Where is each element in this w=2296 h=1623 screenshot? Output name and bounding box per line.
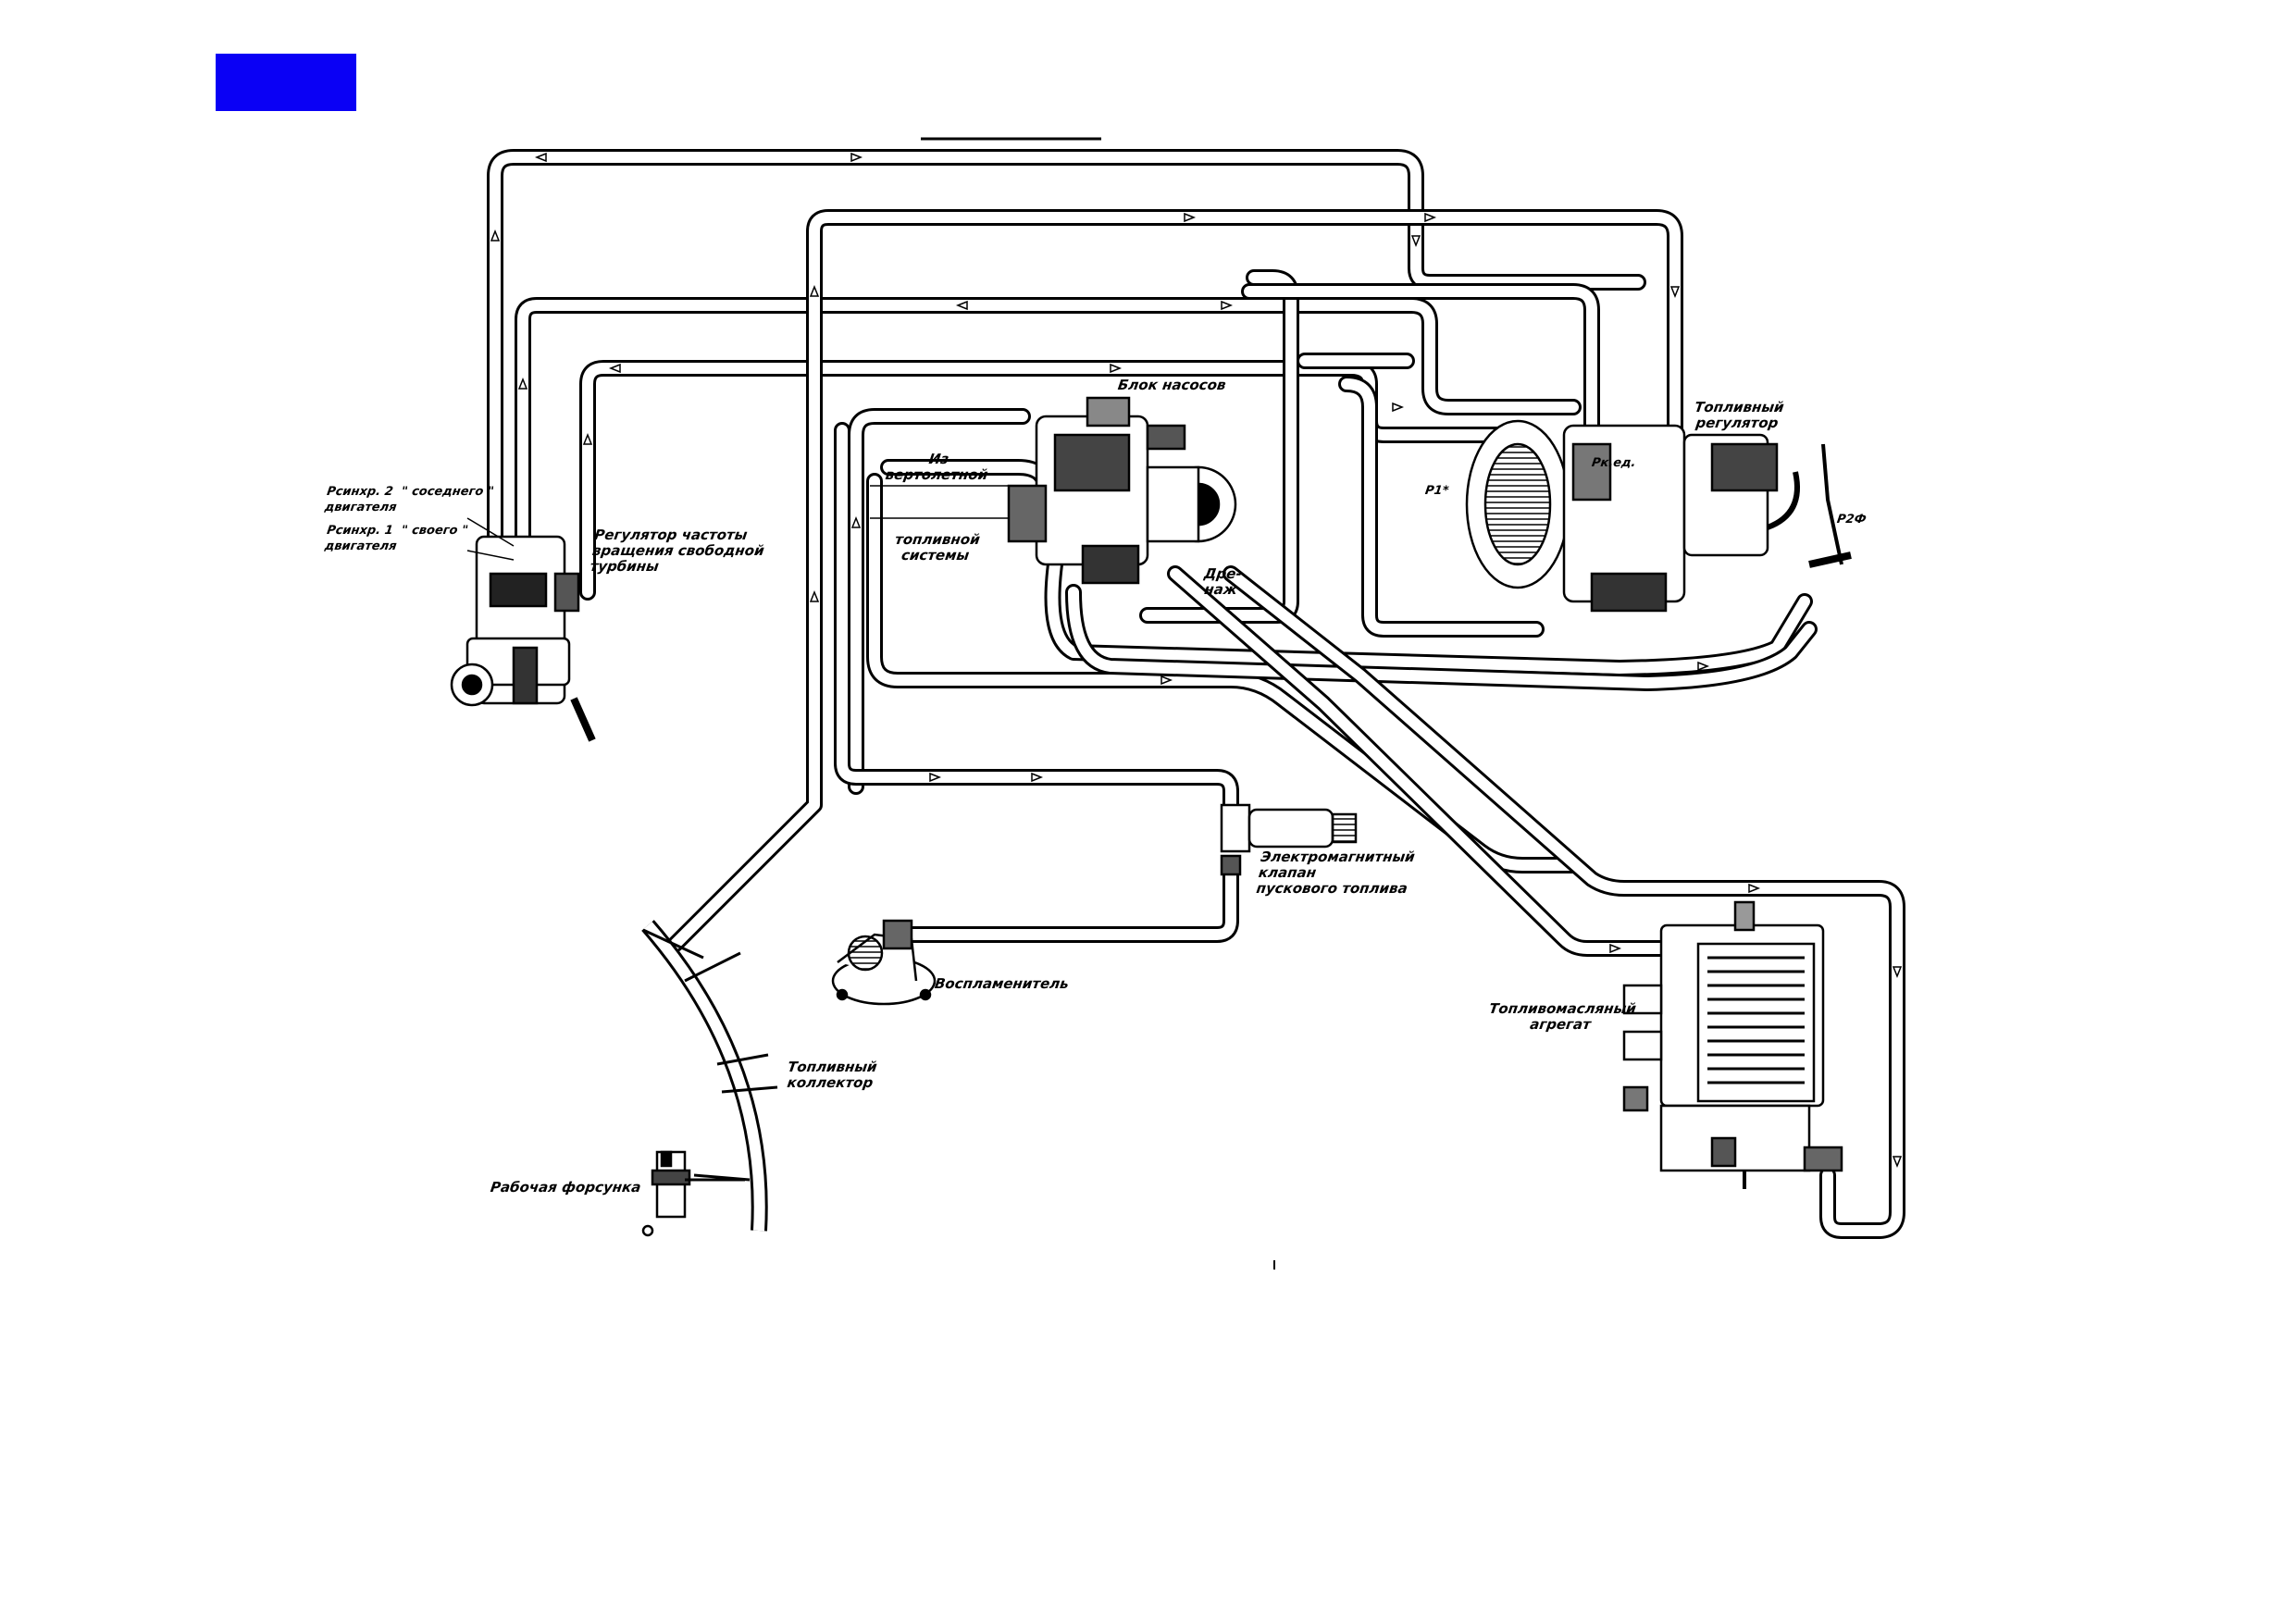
direction-arrow: [1892, 1156, 1903, 1169]
fuel-oil-unit: [1622, 900, 1843, 1189]
direction-arrow: [1892, 966, 1903, 979]
label-fuel-regulator: Топливный регулятор: [1694, 399, 1785, 431]
solenoid-valve: [1220, 803, 1358, 876]
direction-arrow: [517, 377, 528, 390]
direction-arrow: [1184, 212, 1197, 223]
direction-arrow: [1392, 402, 1405, 413]
label-fuel-oil-unit: Топливомасляный агрегат: [1488, 1000, 1638, 1033]
label-p-sync-1: Pсинхр. 1 " своего " двигателя: [323, 524, 469, 553]
direction-arrow: [850, 515, 862, 528]
direction-arrow: [1031, 772, 1044, 783]
label-igniter: Воспламенитель: [933, 975, 1071, 992]
igniter: [831, 919, 937, 1006]
label-p2f: P2Ф: [1835, 513, 1868, 527]
label-free-turbine-regulator: Регулятор частоты вращения свободной тур…: [589, 527, 765, 575]
direction-arrow: [809, 284, 820, 297]
direction-arrow: [1669, 286, 1681, 299]
direction-arrow: [608, 363, 621, 374]
label-pump-block: Блок насосов: [1116, 377, 1227, 393]
label-from-heli: Из вертолетной: [884, 451, 989, 483]
label-p-k-ed: Pк.ед.: [1590, 456, 1637, 470]
flow-arrows: [490, 152, 1903, 1169]
working-injector: [641, 1150, 745, 1237]
direction-arrow: [1160, 675, 1173, 686]
direction-arrow: [534, 152, 547, 163]
direction-arrow: [490, 229, 501, 242]
label-working-injector: Рабочая форсунка: [489, 1179, 642, 1196]
direction-arrow: [1697, 661, 1710, 672]
label-solenoid-valve: Электромагнитный клапан пускового топлив…: [1255, 849, 1417, 897]
label-p1-star: P1*: [1423, 484, 1450, 498]
direction-arrow: [955, 300, 968, 311]
free-turbine-regulator: [450, 535, 596, 742]
direction-arrow: [1609, 943, 1622, 954]
direction-arrow: [850, 152, 863, 163]
direction-arrow: [1424, 212, 1437, 223]
label-drain: Дре- наж: [1203, 565, 1244, 598]
label-fuel-system: топливной системы: [894, 531, 982, 564]
direction-arrow: [809, 589, 820, 602]
fuel-collector: [641, 920, 778, 1232]
pipe-to-igniter: [894, 861, 1239, 943]
leader-lines: [466, 485, 1009, 561]
fuel-regulator: [1465, 419, 1852, 613]
direction-arrow: [1221, 300, 1234, 311]
pump-block: [1007, 396, 1237, 585]
label-p-sync-2: Pсинхр. 2 " соседнего " двигателя: [323, 485, 495, 514]
label-fuel-collector: Топливный коллектор: [786, 1059, 878, 1091]
direction-arrow: [1748, 883, 1761, 894]
direction-arrow: [1110, 363, 1123, 374]
direction-arrow: [582, 432, 593, 445]
direction-arrow: [929, 772, 942, 783]
direction-arrow: [1410, 235, 1421, 248]
corner-blue-block: [216, 54, 356, 111]
